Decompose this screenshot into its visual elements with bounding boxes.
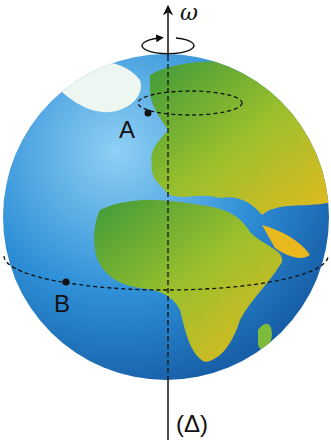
point-label: A — [119, 118, 135, 142]
point-label: B — [54, 292, 70, 316]
axis-bottom — [167, 378, 169, 440]
continents — [60, 61, 331, 362]
axis-top — [167, 6, 169, 56]
point-b — [63, 279, 70, 286]
arabia — [262, 225, 310, 258]
greenland — [60, 61, 141, 112]
eurasia — [150, 61, 331, 215]
madagascar — [258, 324, 272, 351]
axis-inside — [167, 56, 168, 378]
rotation-arrow — [142, 38, 194, 54]
point-a — [145, 110, 152, 117]
latitude-circle-a — [138, 91, 242, 115]
africa — [94, 200, 282, 362]
axis-label: (Δ) — [176, 412, 208, 436]
equator — [4, 256, 328, 290]
angular-velocity-label: ω — [180, 2, 198, 24]
